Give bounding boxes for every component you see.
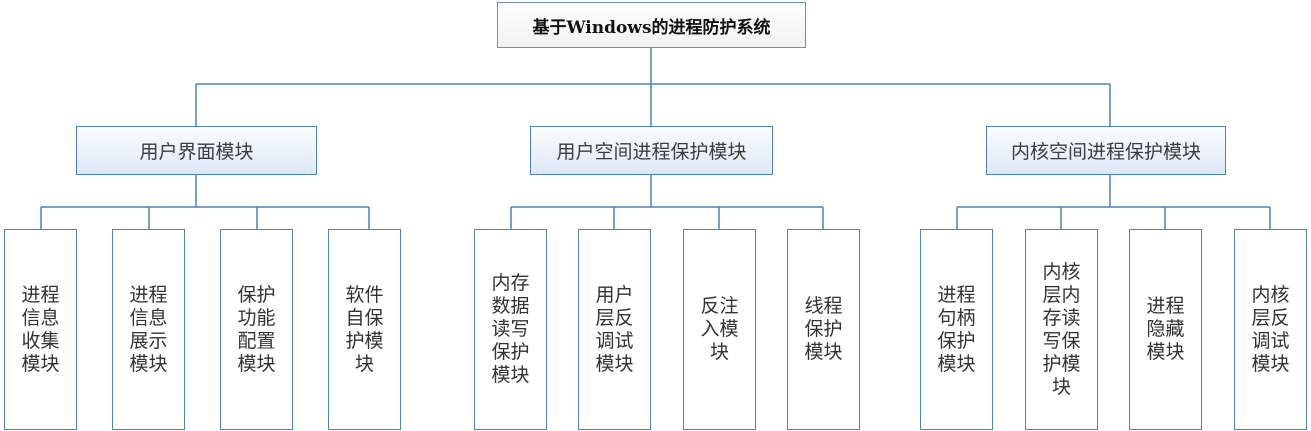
submodule-label: 内核层内存读写保护模块 [1042,260,1081,398]
submodule-process-hide: 进程隐藏模块 [1129,229,1202,430]
submodule-protection-config: 保护功能配置模块 [220,229,293,430]
submodule-process-info-display: 进程信息展示模块 [112,229,185,430]
submodule-label: 进程句柄保护模块 [937,283,976,375]
submodule-kernel-anti-debug: 内核层反调试模块 [1234,229,1307,430]
submodule-anti-injection: 反注入模块 [683,229,756,430]
module-label: 用户空间进程保护模块 [556,141,747,163]
submodule-user-anti-debug: 用户层反调试模块 [578,229,651,430]
module-label: 内核空间进程保护模块 [1010,141,1201,163]
module-ui: 用户界面模块 [76,126,317,175]
submodule-label: 用户层反调试模块 [595,283,634,375]
module-user-space: 用户空间进程保护模块 [530,126,773,175]
submodule-label: 进程信息收集模块 [21,283,60,375]
submodule-label: 软件自保护模块 [345,283,384,375]
submodule-label: 进程信息展示模块 [129,283,168,375]
submodule-label: 进程隐藏模块 [1146,295,1185,363]
submodule-handle-protect: 进程句柄保护模块 [920,229,993,430]
submodule-process-info-collect: 进程信息收集模块 [4,229,77,430]
submodule-label: 线程保护模块 [804,295,843,363]
root-node: 基于Windows的进程防护系统 [497,2,806,48]
submodule-kernel-memory-rw-protect: 内核层内存读写保护模块 [1025,229,1098,430]
module-label: 用户界面模块 [139,141,254,163]
submodule-label: 内核层反调试模块 [1251,283,1290,375]
submodule-label: 内存数据读写保护模块 [491,272,530,386]
module-kernel-space: 内核空间进程保护模块 [986,126,1226,175]
submodule-label: 反注入模块 [700,295,739,363]
submodule-thread-protect: 线程保护模块 [787,229,860,430]
root-label: 基于Windows的进程防护系统 [532,17,771,38]
submodule-software-self-protect: 软件自保护模块 [328,229,401,430]
submodule-label: 保护功能配置模块 [237,283,276,375]
submodule-memory-rw-protect: 内存数据读写保护模块 [474,229,547,430]
